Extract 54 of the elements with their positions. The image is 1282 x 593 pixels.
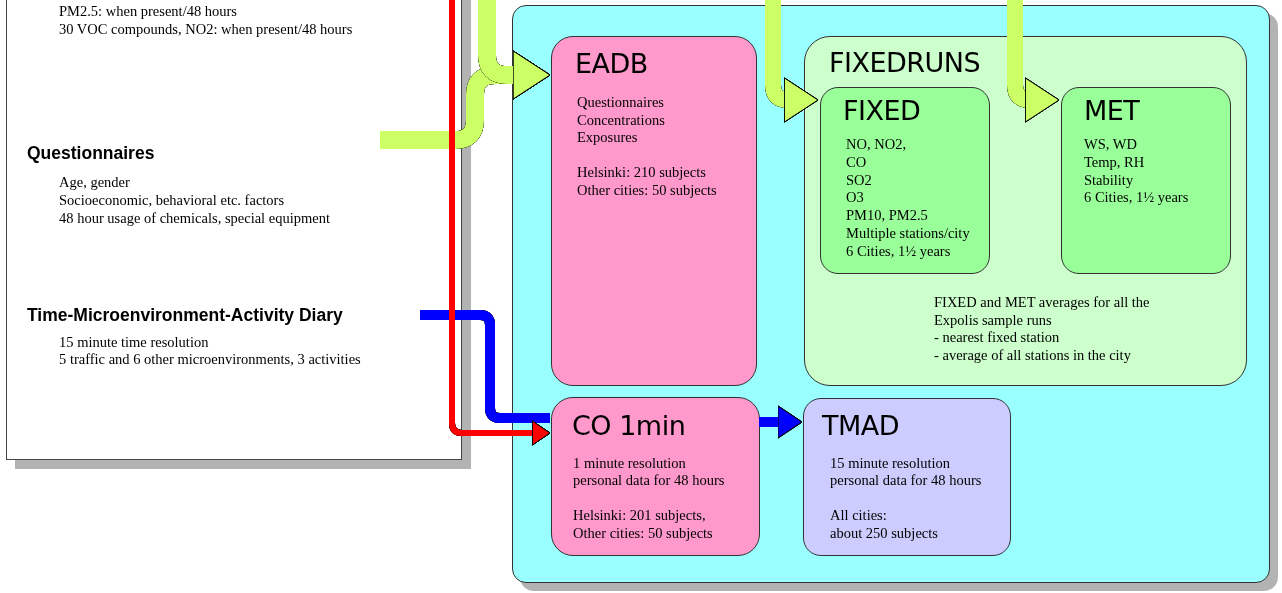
body-text: All cities: (830, 506, 887, 524)
body-text: - average of all stations in the city (934, 346, 1131, 364)
body-text: FIXED and MET averages for all the Expolis sample runs (934, 293, 1151, 329)
database-box (1061, 87, 1231, 274)
body-text: Temp, RH (1084, 153, 1145, 171)
database-box (803, 398, 1011, 556)
body-text: - nearest fixed station (934, 328, 1060, 346)
body-text: Age, gender (59, 173, 130, 191)
connector-line (420, 310, 550, 423)
body-text: PM2.5: when present/48 hours (59, 2, 237, 20)
body-text: WS, WD (1084, 135, 1137, 153)
box-title: CO 1min (572, 410, 686, 442)
body-text: Socioeconomic, behavioral etc. factors (59, 191, 285, 209)
body-text: PM10, PM2.5 (846, 206, 928, 224)
body-text: SO2 (846, 171, 872, 189)
box-title: EADB (575, 48, 648, 80)
body-text: Concentrations (577, 111, 665, 129)
body-text: O3 (846, 188, 864, 206)
body-text: 1 minute resolution (573, 454, 686, 472)
arrow (765, 0, 819, 123)
body-text: CO (846, 153, 867, 171)
arrow (1007, 0, 1060, 123)
database-box (551, 397, 760, 556)
box-title: MET (1084, 95, 1140, 127)
section-heading: Time-Microenvironment-Activity Diary (27, 304, 343, 326)
body-text: Other cities: 50 subjects (573, 524, 713, 542)
arrow (759, 405, 803, 439)
body-text: Other cities: 50 subjects (577, 181, 717, 199)
body-text: 15 minute resolution (830, 454, 950, 472)
body-text: about 250 subjects (830, 524, 938, 542)
box-title: FIXEDRUNS (829, 47, 981, 79)
body-text: 30 VOC compounds, NO2: when present/48 hours (59, 20, 353, 38)
body-text: 48 hour usage of chemicals, special equipment (59, 209, 330, 227)
body-text: personal data for 48 hours (573, 471, 725, 489)
body-text: 15 minute time resolution (59, 333, 209, 351)
database-box (820, 87, 990, 274)
body-text: Helsinki: 201 subjects, (573, 506, 706, 524)
body-text: NO, NO2, (846, 135, 906, 153)
body-text: Questionnaires (577, 93, 664, 111)
box-title: TMAD (822, 410, 900, 442)
database-group (804, 36, 1247, 386)
body-text: 6 Cities, 1½ years (846, 242, 951, 260)
body-text: Multiple stations/city (846, 224, 970, 242)
body-text: Exposures (577, 128, 638, 146)
arrow (478, 0, 551, 100)
section-heading: Questionnaires (27, 142, 155, 164)
body-text: Helsinki: 210 subjects (577, 163, 706, 181)
body-text: 6 Cities, 1½ years (1084, 188, 1189, 206)
body-text: Stability (1084, 171, 1134, 189)
database-box (551, 36, 757, 386)
body-text: 5 traffic and 6 other microenvironments, 3 activities (59, 350, 361, 368)
box-title: FIXED (843, 95, 921, 127)
arrow (449, 0, 551, 446)
body-text: personal data for 48 hours (830, 471, 982, 489)
